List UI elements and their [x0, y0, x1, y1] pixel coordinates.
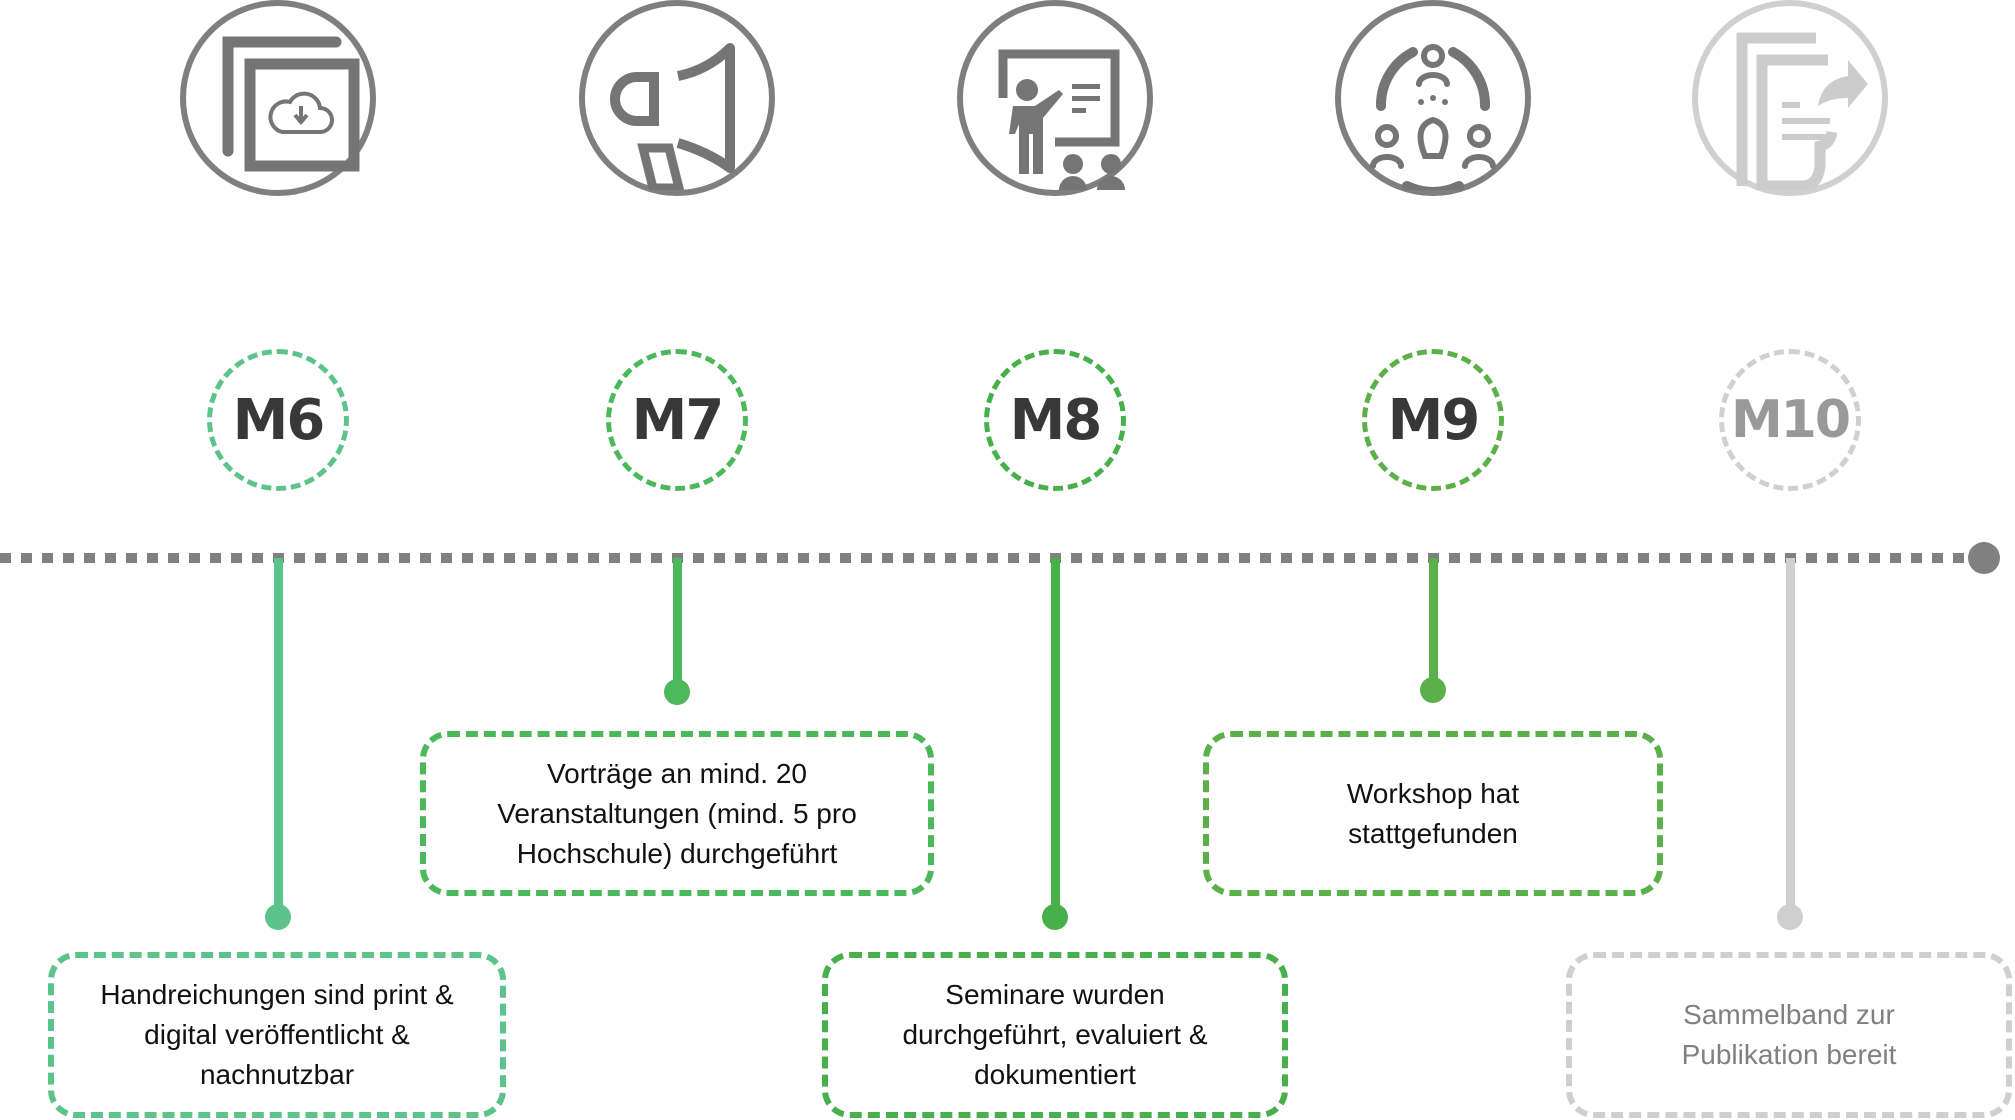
timeline-end-marker	[1968, 542, 2000, 574]
milestone-icon-m7	[579, 0, 775, 196]
milestone-label-m6: M6	[207, 349, 349, 491]
megaphone-icon	[610, 43, 735, 190]
connector-dot-m9	[1420, 677, 1446, 703]
milestone-label-m8: M8	[984, 349, 1126, 491]
milestone-description-m8: Seminare wurden durchgeführt, evaluiert …	[822, 952, 1288, 1118]
timeline-axis	[0, 553, 1968, 563]
milestone-label-m9: M9	[1362, 349, 1504, 491]
milestone-icon-m10	[1692, 0, 1888, 196]
milestone-icon-m8	[957, 0, 1153, 196]
workshop-collaboration-icon	[1370, 44, 1496, 190]
presentation-teacher-icon	[998, 49, 1125, 190]
connector-dot-m6	[265, 904, 291, 930]
milestone-label-m10: M10	[1719, 349, 1861, 491]
connector-dot-m7	[664, 679, 690, 705]
connector-m7	[673, 558, 682, 692]
connector-m9	[1429, 558, 1438, 690]
milestone-icon-m6	[180, 0, 376, 196]
document-publish-icon	[1736, 32, 1868, 190]
cloud-download-document-icon	[222, 36, 360, 172]
connector-m10	[1786, 558, 1795, 917]
milestone-description-m10: Sammelband zur Publikation bereit	[1566, 952, 2012, 1118]
milestone-label-m7: M7	[606, 349, 748, 491]
milestone-description-m9: Workshop hat stattgefunden	[1203, 731, 1663, 896]
connector-m8	[1051, 558, 1060, 917]
milestone-icon-m9	[1335, 0, 1531, 196]
milestone-description-m7: Vorträge an mind. 20 Veranstaltungen (mi…	[420, 731, 934, 896]
milestone-description-m6: Handreichungen sind print & digital verö…	[48, 952, 506, 1118]
connector-dot-m10	[1777, 904, 1803, 930]
connector-m6	[274, 558, 283, 917]
connector-dot-m8	[1042, 904, 1068, 930]
